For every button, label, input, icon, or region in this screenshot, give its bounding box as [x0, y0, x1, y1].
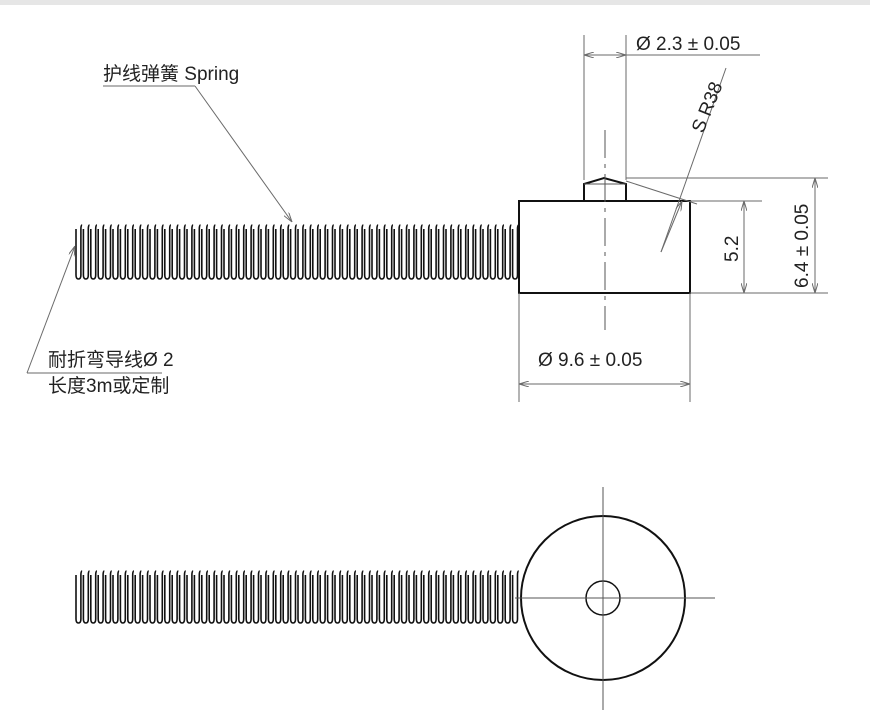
spring-side-view	[75, 224, 519, 280]
sensor-body-side-view	[518, 130, 691, 330]
total-height-dimension: 6.4 ± 0.05	[626, 177, 828, 294]
spring-coils	[75, 224, 519, 280]
top-border	[0, 0, 870, 5]
body-diameter-label: Ø 9.6 ± 0.05	[538, 350, 642, 371]
cable-callout: 耐折弯导线Ø 2 长度3m或定制	[26, 246, 174, 397]
spring-callout: 护线弹簧 Spring	[103, 63, 292, 222]
pin-diameter-dimension: Ø 2.3 ± 0.05	[583, 34, 760, 180]
cable-label-line2: 长度3m或定制	[48, 375, 169, 397]
spring-coils	[75, 570, 519, 624]
cable-label-line1: 耐折弯导线Ø 2	[48, 349, 174, 371]
spring-top-view	[75, 570, 519, 624]
spring-label: 护线弹簧 Spring	[103, 63, 239, 85]
body-diameter-dimension: Ø 9.6 ± 0.05	[518, 293, 691, 402]
body-height-label: 5.2	[722, 236, 743, 262]
total-height-label: 6.4 ± 0.05	[792, 204, 813, 288]
body-height-dimension: 5.2	[690, 200, 762, 293]
sensor-top-view	[515, 487, 715, 710]
sphere-radius-dimension: S R38	[625, 67, 727, 253]
sphere-radius-label: S R38	[688, 79, 727, 136]
pin-diameter-label: Ø 2.3 ± 0.05	[636, 34, 740, 55]
